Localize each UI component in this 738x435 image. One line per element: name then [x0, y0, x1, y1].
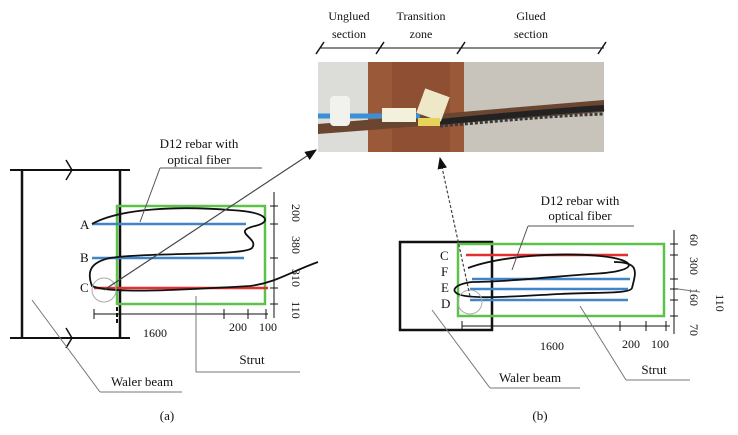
panel-b: C F E D D12 rebar with optical fiber 60 …: [398, 193, 727, 423]
section-unglued-line2: section: [332, 27, 366, 41]
waler-label-a: Waler beam: [111, 374, 173, 389]
waler-label-b: Waler beam: [499, 370, 561, 385]
point-a: A: [80, 217, 90, 232]
dim-a-200: 200: [289, 204, 303, 222]
callout-arrow-a: [103, 149, 318, 291]
strut-outline-b: [456, 242, 666, 318]
dim-a-380: 380: [289, 236, 303, 254]
dim-a-100: 100: [259, 320, 277, 334]
dim-a-110: 110: [289, 301, 303, 319]
point-b-c: C: [440, 248, 449, 263]
section-unglued-line1: Unglued: [328, 9, 369, 23]
section-transition-line1: Transition: [397, 9, 446, 23]
tick-2: [456, 41, 466, 55]
photo-yellow-tape: [418, 118, 440, 126]
dim-b-60: 60: [687, 234, 701, 246]
point-c: C: [80, 280, 89, 295]
section-transition-line2: zone: [410, 27, 433, 41]
section-glued-line2: section: [514, 27, 548, 41]
dim-b-160: 160: [687, 288, 701, 306]
tick-1: [375, 41, 385, 55]
strut-label-a: Strut: [239, 352, 265, 367]
detail-circle-a: [91, 277, 117, 303]
caption-b: (b): [532, 408, 547, 423]
photo-glue-texture: [439, 112, 605, 128]
waler-box-b: [398, 240, 494, 332]
photo-rebar: [318, 62, 605, 152]
callout-arrow-b: [437, 156, 471, 297]
dim-side-leader-b: [677, 288, 701, 293]
strut-outline-a: [115, 204, 267, 306]
strut-label-b: Strut: [641, 362, 667, 377]
break-mark-top: [65, 159, 73, 181]
dim-b-100: 100: [651, 337, 669, 351]
photo-header: Unglued section Transition zone Glued se…: [315, 9, 607, 55]
panel-a: A B C D12 rebar with optical fiber 200 3…: [10, 136, 319, 423]
waler-leader-a: [31, 299, 101, 393]
rebar-label-b-line1: D12 rebar with: [541, 193, 620, 208]
photo-tape-3: [416, 88, 450, 122]
optical-fiber-a: [88, 207, 319, 292]
dim-a-310: 310: [289, 269, 303, 287]
dim-b-110: 110: [713, 294, 727, 312]
photo-tape-1: [330, 96, 350, 126]
dim-a-1600: 1600: [143, 326, 167, 340]
rebar-label-a-line2: optical fiber: [167, 152, 231, 167]
point-b: B: [80, 250, 89, 265]
dim-b-1600: 1600: [540, 339, 564, 353]
break-mark-bottom: [65, 327, 73, 349]
dim-b-70: 70: [687, 324, 701, 336]
tick-0: [315, 41, 325, 55]
point-b-f: F: [441, 264, 448, 279]
optical-fiber-b: [453, 253, 636, 299]
point-b-d: D: [441, 296, 450, 311]
caption-a: (a): [160, 408, 174, 423]
tick-3: [597, 41, 607, 55]
dim-b-200b: 200: [622, 337, 640, 351]
waler-leader-b: [431, 309, 491, 389]
photo-glue: [439, 105, 605, 125]
point-b-e: E: [441, 280, 449, 295]
dim-b-300: 300: [687, 257, 701, 275]
photo-tape-2: [382, 108, 416, 122]
rebar-leader-b: [511, 225, 529, 271]
dim-a-200b: 200: [229, 320, 247, 334]
rebar-label-b-line2: optical fiber: [548, 208, 612, 223]
strut-leader-b: [579, 305, 627, 381]
rebar-label-a-line1: D12 rebar with: [160, 136, 239, 151]
section-glued-line1: Glued: [516, 9, 545, 23]
rebar-leader-a: [139, 167, 161, 223]
detail-circle-b: [457, 289, 483, 315]
